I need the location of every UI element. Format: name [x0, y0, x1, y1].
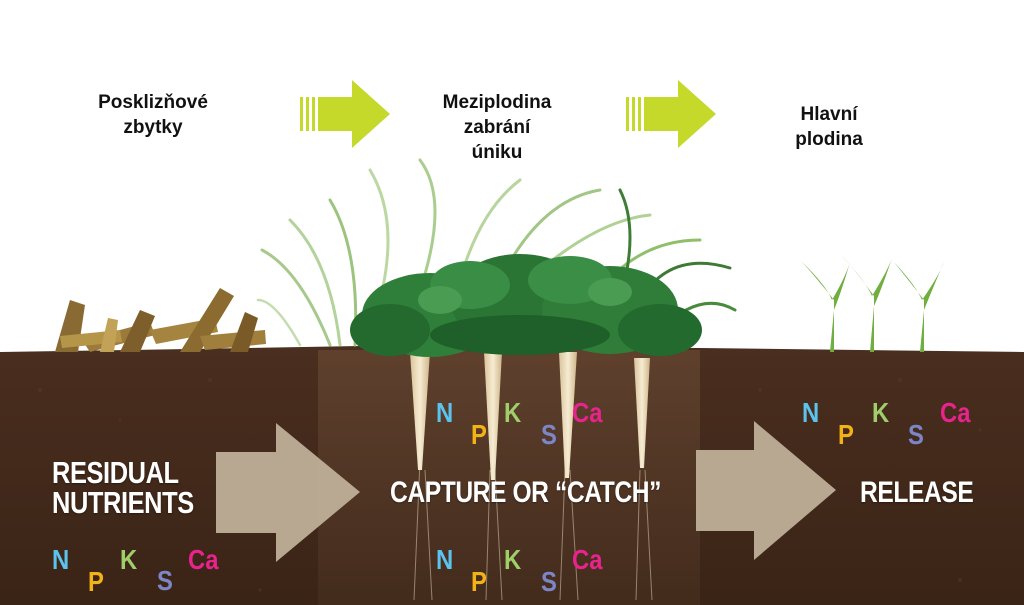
- nutrient-s: S: [157, 565, 173, 596]
- nutrient-n: N: [52, 544, 70, 575]
- stage-arrow-2: [626, 80, 716, 148]
- flow-arrow-2: [696, 421, 836, 560]
- stage-label-main-crop: Hlavní plodina: [795, 104, 863, 150]
- root-zone: [318, 350, 700, 605]
- nutrient-p: P: [471, 566, 487, 597]
- nutrient-s: S: [541, 419, 557, 450]
- stage-label-residues: Posklizňové zbytky: [98, 92, 208, 138]
- root-hairs: [413, 459, 653, 601]
- stage-arrow-1: [300, 80, 390, 148]
- nutrient-n: N: [802, 397, 820, 428]
- flow-label-capture: CAPTURE OR “CATCH”: [390, 476, 661, 509]
- taproots: [410, 352, 650, 480]
- nutrient-p: P: [838, 419, 854, 450]
- nutrient-k: K: [120, 544, 138, 575]
- nutrient-k: K: [872, 397, 890, 428]
- nutrient-p: P: [88, 566, 104, 597]
- nutrient-p: P: [471, 419, 487, 450]
- nutrient-k: K: [504, 397, 522, 428]
- cover-crop-foliage: [350, 254, 702, 357]
- nutrient-ca: Ca: [572, 544, 603, 575]
- nutrient-n: N: [436, 544, 454, 575]
- flow-arrow-1: [216, 423, 360, 562]
- crop-residues: [55, 288, 266, 352]
- stage-label-cover-crop: Meziplodina zabrání úniku: [442, 92, 552, 163]
- flow-label-release: RELEASE: [860, 476, 974, 509]
- nutrient-s: S: [908, 419, 924, 450]
- nutrient-n: N: [436, 397, 454, 428]
- nutrient-ca: Ca: [940, 397, 971, 428]
- soil-texture: [38, 378, 982, 592]
- nutrient-s: S: [541, 566, 557, 597]
- seedlings: [800, 256, 944, 352]
- nutrient-k: K: [504, 544, 522, 575]
- nutrient-ca: Ca: [188, 544, 219, 575]
- flow-label-residual: RESIDUAL NUTRIENTS: [52, 455, 194, 520]
- nutrient-ca: Ca: [572, 397, 603, 428]
